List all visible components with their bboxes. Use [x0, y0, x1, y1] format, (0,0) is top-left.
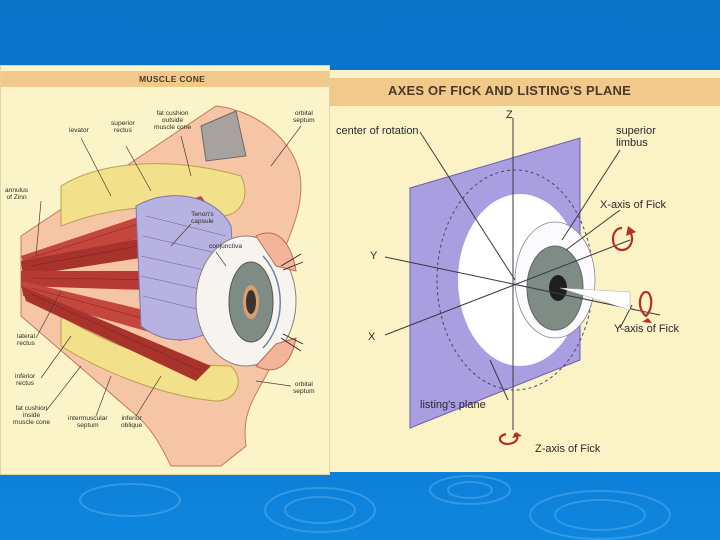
label-x: X: [368, 331, 376, 343]
muscle-cone-title-bar: [1, 71, 329, 87]
label-listings-plane: listing's plane: [420, 399, 486, 411]
label-conjunctiva: conjunctiva: [209, 243, 242, 250]
label-orbital-septum-top: orbital septum: [293, 110, 315, 124]
label-annulus-of-zinn: annulus of Zinn: [5, 187, 29, 201]
label-inferior-oblique: inferior oblique: [121, 415, 143, 429]
label-lateral-rectus: lateral rectus: [17, 333, 35, 347]
axes-of-fick-title: AXES OF FICK AND LISTING'S PLANE: [388, 83, 632, 98]
label-tenons-capsule: Tenon's capsule: [191, 211, 214, 225]
muscle-cone-title: MUSCLE CONE: [139, 74, 206, 84]
label-y: Y: [370, 250, 378, 262]
orbit-cross-section-illustration: [20, 105, 304, 467]
label-z-axis-of-fick: Z-axis of Fick: [535, 443, 601, 455]
label-z: Z: [506, 109, 513, 121]
listings-plane-illustration: [384, 118, 661, 446]
label-intermuscular-septum: intermuscular septum: [68, 415, 108, 429]
axes-of-fick-figure: AXES OF FICK AND LISTING'S PLANE: [330, 70, 720, 472]
label-inferior-rectus: inferior rectus: [15, 373, 36, 387]
axes-of-fick-title-bar: [330, 78, 720, 106]
label-center-of-rotation: center of rotation: [336, 125, 419, 137]
label-fat-cushion-inside-muscle-cone: fat cushion inside muscle cone: [13, 405, 51, 426]
label-levator: levator: [69, 127, 89, 134]
label-superior-rectus: superior rectus: [111, 120, 135, 134]
label-fat-cushion-outside-muscle-cone: fat cushion outside muscle cone: [154, 110, 192, 131]
label-orbital-septum-bottom: orbital septum: [293, 381, 315, 395]
label-superior-limbus: superior limbus: [616, 125, 656, 149]
muscle-cone-figure: MUSCLE CONE: [0, 65, 330, 475]
label-x-axis-of-fick: X-axis of Fick: [600, 199, 667, 211]
water-ripple-decoration: [79, 475, 671, 540]
label-y-axis-of-fick: Y-axis of Fick: [614, 323, 680, 335]
